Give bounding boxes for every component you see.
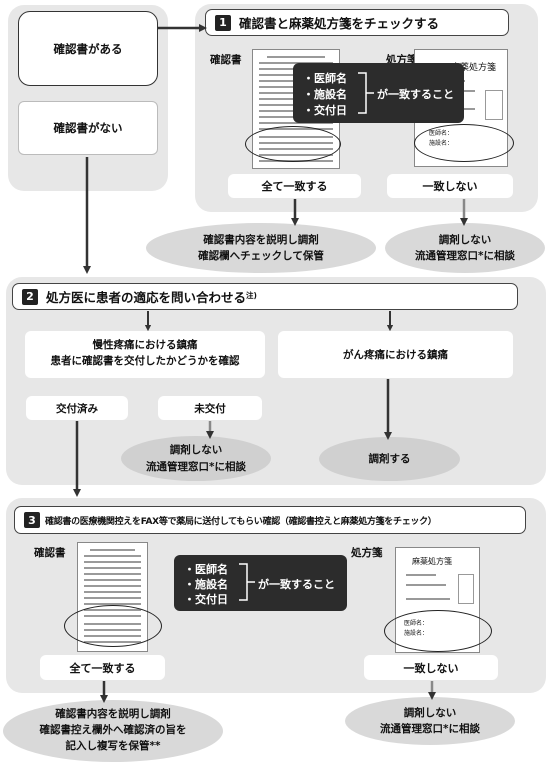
step2-result-ng: 調剤しない 流通管理窓口*に相談	[121, 436, 271, 481]
step1-result-ok-line1: 確認書内容を説明し調剤	[203, 233, 319, 246]
step1-rx-doc-title: 麻薬処方箋	[451, 63, 497, 73]
step1-all-match: 全て一致する	[261, 180, 328, 193]
step3-item-date: ・交付日	[184, 593, 228, 606]
step3-doc-label: 確認書	[34, 547, 66, 559]
has-cert-box: 確認書がある	[18, 11, 158, 86]
step2-number: 2	[22, 288, 38, 305]
step3-number: 3	[24, 512, 40, 528]
step1-bracket	[358, 72, 374, 114]
step1-cert-highlight	[245, 126, 341, 162]
step1-callout: ・医師名 ・施設名 ・交付日 が一致すること	[293, 63, 464, 123]
step3-cert-highlight	[64, 605, 162, 647]
step1-doc-label: 確認書	[210, 54, 242, 66]
step3-not-match: 一致しない	[403, 661, 459, 675]
step3-callout: ・医師名 ・施設名 ・交付日 が一致すること	[174, 555, 347, 611]
step1-all-match-box: 全て一致する	[228, 174, 361, 198]
step1-item-facility: ・施設名	[303, 88, 347, 101]
step1-number: 1	[215, 14, 231, 31]
step2-cancer-box: がん疼痛における鎮痛	[278, 331, 513, 378]
step1-item-doctor: ・医師名	[303, 72, 347, 85]
step3-all-match-box: 全て一致する	[40, 655, 165, 680]
step1-result-ok: 確認書内容を説明し調剤 確認欄へチェックして保管	[146, 223, 376, 273]
step2-chronic-box: 慢性疼痛における鎮痛 患者に確認書を交付したかどうかを確認	[25, 331, 265, 378]
step3-result-ng-line2: 流通管理窓口*に相談	[380, 723, 480, 735]
step3-result-ok-line3: 記入し複写を保管**	[65, 739, 161, 752]
step3-all-match: 全て一致する	[69, 661, 136, 675]
step2-header: 2 処方医に患者の適応を問い合わせる 注)	[12, 283, 518, 310]
step3-header: 3 確認書の医療機関控えをFAX等で薬局に送付してもらい確認（確認書控えと麻薬処…	[14, 506, 526, 534]
step2-result-ng-line1: 調剤しない	[169, 444, 223, 457]
step3-result-ok-line1: 確認書内容を説明し調剤	[55, 708, 171, 721]
step3-rx-highlight	[384, 610, 492, 652]
step1-not-match: 一致しない	[422, 180, 478, 193]
step1-title: 確認書と麻薬処方箋をチェックする	[239, 16, 440, 31]
step3-match-text: が一致すること	[258, 578, 335, 591]
step2-result-ng-line2: 流通管理窓口*に相談	[146, 460, 246, 473]
step2-issued-box: 交付済み	[26, 396, 128, 420]
step2-result-dispense: 調剤する	[319, 437, 460, 481]
no-cert-label: 確認書がない	[53, 121, 123, 135]
step2-cancer-title: がん疼痛における鎮痛	[343, 349, 448, 361]
step1-item-date: ・交付日	[303, 104, 347, 117]
step2-panel	[6, 277, 546, 485]
step2-title: 処方医に患者の適応を問い合わせる	[46, 290, 247, 305]
step3-title: 確認書の医療機関控えをFAX等で薬局に送付してもらい確認（確認書控えと麻薬処方箋…	[45, 516, 437, 527]
step2-result-dispense-label: 調剤する	[368, 452, 411, 465]
step3-rx-doc-title: 麻薬処方箋	[412, 557, 452, 566]
step2-title-note: 注)	[246, 291, 257, 300]
step1-result-ng-line1: 調剤しない	[438, 233, 492, 246]
step1-result-ok-line2: 確認欄へチェックして保管	[198, 250, 324, 262]
step2-not-issued-box: 未交付	[158, 396, 262, 420]
has-cert-label: 確認書がある	[53, 41, 123, 56]
step3-result-ng: 調剤しない 流通管理窓口*に相談	[345, 697, 515, 745]
step3-not-match-box: 一致しない	[364, 655, 498, 680]
step1-header: 1 確認書と麻薬処方箋をチェックする	[205, 9, 509, 36]
step3-rx-label: 処方箋	[351, 547, 383, 559]
step3-result-ok: 確認書内容を説明し調剤 確認書控え欄外へ確認済の旨を 記入し複写を保管**	[3, 700, 223, 762]
step1-not-match-box: 一致しない	[387, 174, 513, 198]
step1-result-ng-line2: 流通管理窓口*に相談	[415, 250, 515, 262]
step3-result-ok-line2: 確認書控え欄外へ確認済の旨を	[39, 724, 187, 737]
step1-rx-highlight	[414, 124, 514, 162]
step3-bracket	[239, 563, 255, 601]
step3-item-doctor: ・医師名	[184, 563, 228, 576]
step2-chronic-sub: 患者に確認書を交付したかどうかを確認	[50, 355, 240, 368]
step2-issued: 交付済み	[56, 402, 98, 415]
no-cert-box: 確認書がない	[18, 101, 158, 155]
step1-result-ng: 調剤しない 流通管理窓口*に相談	[385, 223, 545, 273]
step1-match-text: が一致すること	[377, 88, 454, 101]
step2-chronic-title: 慢性疼痛における鎮痛	[92, 339, 198, 351]
step3-item-facility: ・施設名	[184, 578, 228, 591]
step2-not-issued: 未交付	[194, 402, 226, 415]
step3-result-ng-line1: 調剤しない	[403, 706, 457, 719]
